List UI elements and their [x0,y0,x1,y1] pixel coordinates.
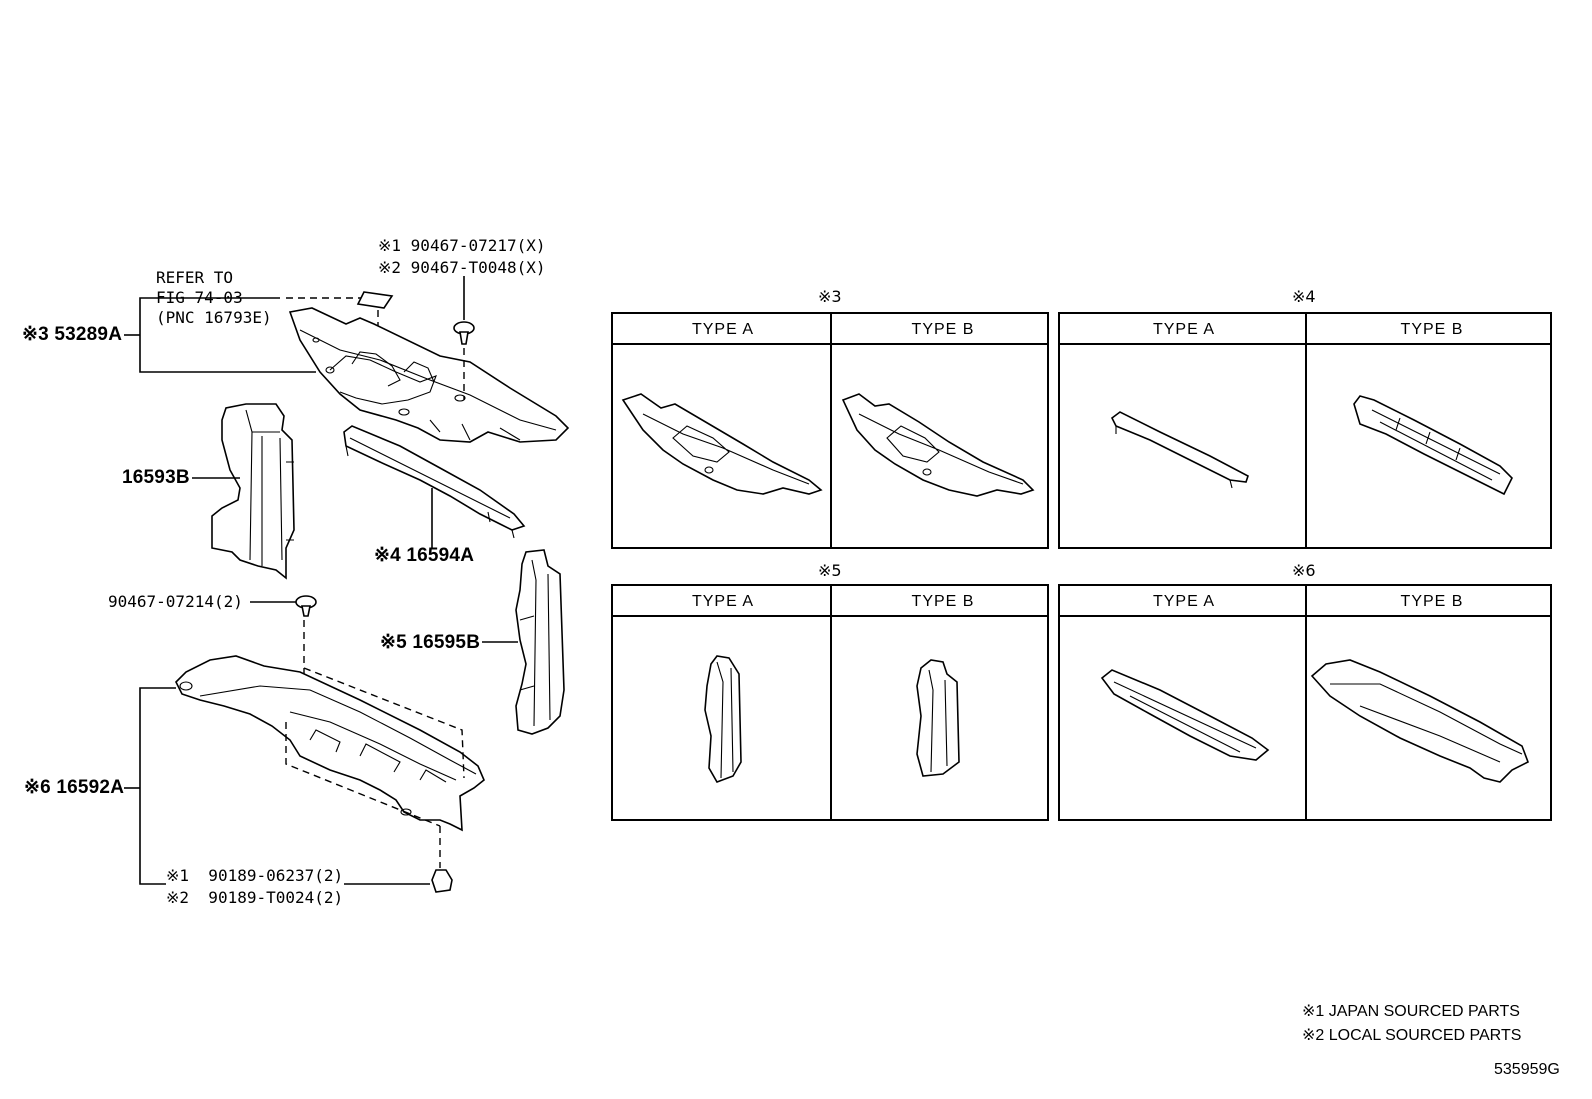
panel-4-type-a-label[interactable]: TYPE A [1152,321,1216,338]
panel-4-type-a-part [1110,411,1249,489]
part-number-16595B[interactable]: ※5 16595B [380,632,481,653]
clip-fastener-bottom [344,869,453,893]
panel-title-3: ※3 [818,287,842,306]
upper-radiator-seal-53289A [288,307,570,443]
panel-6-type-b-part [1310,659,1530,783]
panel-title-4: ※4 [1292,287,1316,306]
panel-6-type-a-part [1100,669,1270,761]
ref-part-flap [356,291,394,309]
panel-4-type-b-label[interactable]: TYPE B [1400,321,1464,338]
variant-panel-3: TYPE A TYPE B [611,312,1049,549]
leader-16592A-bracket [139,687,176,885]
variant-panel-4: TYPE A TYPE B [1058,312,1552,549]
panel-3-type-b-label[interactable]: TYPE B [911,321,975,338]
part-number-16594A[interactable]: ※4 16594A [374,545,475,566]
panel-6-type-b-label[interactable]: TYPE B [1400,593,1464,610]
panel-title-5: ※5 [818,561,842,580]
variant-panel-6: TYPE A TYPE B [1058,584,1552,821]
exploded-view-drawing [124,276,570,893]
side-seal-16595B [482,549,565,735]
diagram-id: 535959G [1494,1061,1560,1078]
part-number-16593B[interactable]: 16593B [122,467,190,488]
panel-5-drawings [704,655,960,783]
fastener-middle[interactable]: 90467-07214(2) [108,592,243,611]
legend-local-sourced: ※2 LOCAL SOURCED PARTS [1302,1027,1522,1044]
panel-5-type-b-label[interactable]: TYPE B [911,593,975,610]
panel-6-type-a-label[interactable]: TYPE A [1152,593,1216,610]
panel-6-drawings [1100,659,1530,783]
clip-fastener-middle [250,595,317,690]
panel-5-type-a-part [704,655,742,783]
refer-pnc-label: (PNC 16793E) [156,308,272,327]
panel-3-type-a-part [621,393,823,495]
fastener-top-japan[interactable]: ※1 90467-07217(X) [378,236,546,255]
fastener-top-local[interactable]: ※2 90467-T0048(X) [378,258,546,277]
panel-4-type-b-part [1353,395,1513,496]
part-number-53289A[interactable]: ※3 53289A [22,324,123,345]
refer-fig-label: FIG 74-03 [156,288,243,307]
legend-japan-sourced: ※1 JAPAN SOURCED PARTS [1302,1003,1520,1020]
clip-fastener-top [453,276,475,400]
panel-5-type-a-label[interactable]: TYPE A [691,593,755,610]
panel-3-type-a-label[interactable]: TYPE A [691,321,755,338]
seal-strip-16594A [343,425,526,548]
variant-panel-5: TYPE A TYPE B [611,584,1049,821]
panel-5-type-b-part [916,659,960,777]
panel-3-drawings [621,393,1035,497]
panel-4-drawings [1110,395,1513,496]
lower-shield-16592A [175,655,485,832]
side-seal-16593B [192,403,295,580]
panel-title-6: ※6 [1292,561,1316,580]
refer-to-label: REFER TO [156,268,234,287]
fastener-bottom-local[interactable]: ※2 90189-T0024(2) [166,888,344,907]
part-number-16592A[interactable]: ※6 16592A [24,777,125,798]
panel-3-type-b-part [841,393,1035,497]
fastener-bottom-japan[interactable]: ※1 90189-06237(2) [166,866,344,885]
